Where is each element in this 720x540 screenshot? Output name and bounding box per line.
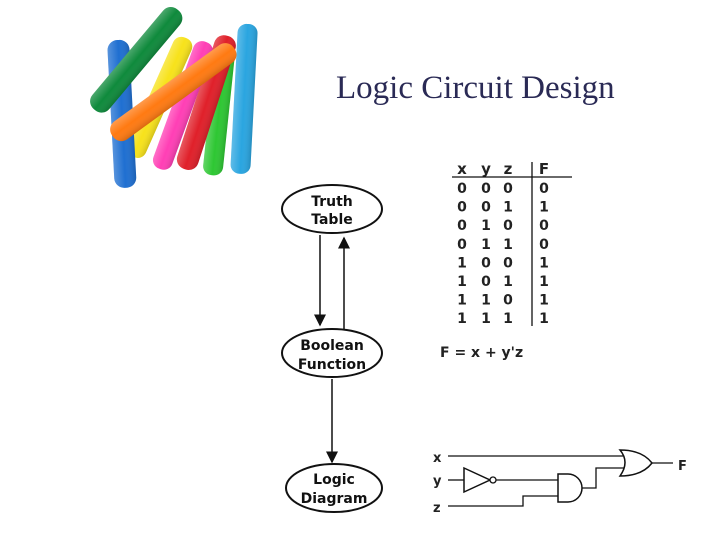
crayon-lightblue <box>230 23 258 174</box>
truth-table-cell: 0 <box>457 237 467 253</box>
truth-table-cell: 1 <box>457 255 467 271</box>
boolean-expression: F = x + y'z <box>440 345 523 361</box>
node-logic-diagram: Logic Diagram <box>285 463 383 513</box>
truth-table-cell: 1 <box>539 293 549 309</box>
slide-title: Logic Circuit Design <box>336 70 615 106</box>
crayon-orange <box>110 43 237 142</box>
truth-table-cell: 1 <box>481 218 491 234</box>
truth-table-cell: 0 <box>539 181 549 197</box>
truth-table-cell: 0 <box>539 218 549 234</box>
node-logic-line1: Logic <box>313 472 355 488</box>
truth-table-cell: 0 <box>481 200 491 216</box>
or-gate <box>618 449 653 477</box>
crayon-darkgreen <box>90 7 183 113</box>
wire-z <box>448 495 558 507</box>
node-boolean-function: Boolean Function <box>281 328 383 378</box>
truth-table-cell: 0 <box>481 274 491 290</box>
node-truth-table-line1: Truth <box>311 194 353 210</box>
truth-table-cell: 1 <box>503 200 513 216</box>
wire-and-out <box>582 467 625 489</box>
design-flow-diagram: Truth Table Boolean Function Logic Diagr… <box>281 184 383 513</box>
logic-circuit: x y z F <box>433 449 687 516</box>
truth-table-header-x: x <box>457 160 467 178</box>
truth-table-cell: 1 <box>503 311 513 327</box>
truth-table-header-y: y <box>481 160 491 178</box>
truth-table-cell: 1 <box>457 274 467 290</box>
crayons-image <box>90 7 258 188</box>
node-boolean-line1: Boolean <box>300 338 364 354</box>
boolean-expression-box: F = x + y'z <box>440 345 523 361</box>
truth-table-cell: 0 <box>457 218 467 234</box>
not-gate <box>463 466 497 494</box>
truth-table-cell: 1 <box>539 200 549 216</box>
input-label-z: z <box>433 501 441 516</box>
truth-table-cell: 0 <box>539 237 549 253</box>
and-gate <box>557 473 583 503</box>
truth-table-header-f: F <box>539 160 549 178</box>
node-boolean-line2: Function <box>298 357 366 373</box>
truth-table-cell: 1 <box>539 255 549 271</box>
node-logic-line2: Diagram <box>301 491 368 507</box>
truth-table-cell: 1 <box>503 274 513 290</box>
crayon-green <box>203 43 236 176</box>
input-label-y: y <box>433 474 442 489</box>
truth-table-cell: 1 <box>481 311 491 327</box>
truth-table-cell: 1 <box>503 237 513 253</box>
truth-table-cell: 0 <box>503 293 513 309</box>
truth-table-cell: 1 <box>457 311 467 327</box>
truth-table-cell: 0 <box>481 181 491 197</box>
truth-table-cell: 0 <box>503 255 513 271</box>
truth-table-cell: 0 <box>503 218 513 234</box>
truth-table-cell: 1 <box>539 274 549 290</box>
output-label-F: F <box>678 459 687 474</box>
truth-table-header-z: z <box>504 160 513 178</box>
input-label-x: x <box>433 451 442 466</box>
truth-table-cell: 1 <box>481 237 491 253</box>
truth-table-cell: 0 <box>503 181 513 197</box>
node-truth-table: Truth Table <box>281 184 383 234</box>
truth-table-cell: 0 <box>457 181 467 197</box>
truth-table-cell: 1 <box>457 293 467 309</box>
truth-table-cell: 0 <box>457 200 467 216</box>
truth-table-cell: 0 <box>481 255 491 271</box>
node-truth-table-line2: Table <box>311 212 353 228</box>
truth-table-cell: 1 <box>481 293 491 309</box>
truth-table-cell: 1 <box>539 311 549 327</box>
